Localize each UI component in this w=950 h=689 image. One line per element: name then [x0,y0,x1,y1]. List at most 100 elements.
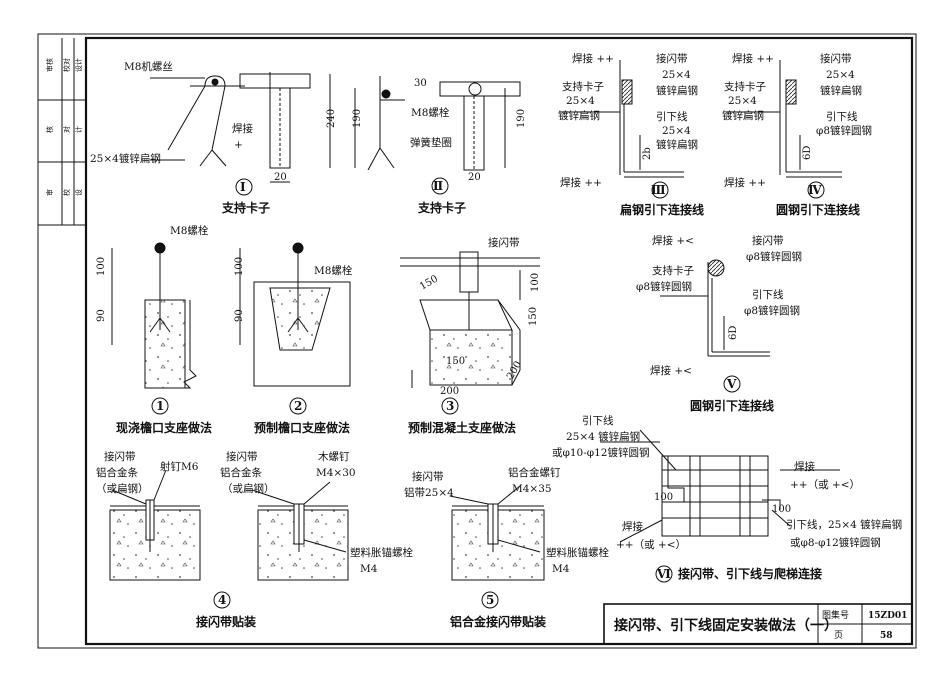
label-air-terminal-V: 接闪带 [752,234,784,247]
label-phi8-round-IV: φ8镀锌圆钢 [816,124,872,137]
label-support-clip-V: 支持卡子 [652,264,694,277]
caption-I: 支持卡子 [221,200,270,215]
label-weld-V-top: 焊接 +< [652,234,694,247]
caption-II: 支持卡子 [417,200,466,215]
dim-150-3a: 150 [418,274,440,293]
inner-frame [84,36,914,646]
strip-text-9: 设 [74,189,83,196]
dim-100-3: 100 [530,273,541,292]
marker-2 [289,397,307,415]
label-vi-spec-4: 或φ8-φ12镀锌圆钢 [790,536,881,549]
label-support-clip-III: 支持卡子 [562,80,604,93]
label-25x4-III: 25×4 [662,69,691,81]
dim-100-2: 100 [234,257,245,276]
dim-100-VI-right: 100 [772,504,791,515]
detail-4b [251,481,349,581]
page-number: 58 [880,631,893,641]
detail-V [660,259,770,357]
caption-VI: 接闪带、引下线与爬梯连接 [678,566,822,581]
marker-I [235,178,253,196]
strip-text-2: 校对 [62,58,71,72]
marker-5 [481,591,499,609]
label-air-terminal-3: 接闪带 [488,236,520,249]
label-weld-IV-bottom: 焊接 ++ [724,176,766,189]
dim-6D-V: 6D [728,326,739,340]
label-vi-spec-1: 25×4 镀锌扁钢 [566,430,640,443]
label-air-terminal-5: 接闪带 [412,470,444,483]
label-spring-washer: 弹簧垫圈 [410,136,452,149]
dim-100-VI-left: 100 [654,492,673,503]
label-m4x35: M4×35 [512,483,552,495]
marker-III [651,181,669,199]
title-block [603,603,913,645]
detail-3 [400,251,540,388]
label-weld-IV-top: 焊接 ++ [732,52,774,65]
label-air-terminal-IV: 接闪带 [820,52,852,65]
caption-III: 扁钢引下连接线 [620,202,704,217]
label-flat-steel-25x4: 25×4镀锌扁钢 [90,152,161,165]
marker-II [431,177,449,195]
label-weld-III-top: 焊接 ++ [572,52,614,65]
strip-text-5: 对 [62,126,71,133]
strip-text-8: 校 [62,189,71,196]
detail-IV [726,60,842,178]
label-down-conductor-VI: 引下线 [582,414,614,427]
label-al-band: 铝带25×4 [404,486,454,499]
caption-IV: 圆钢引下连接线 [776,202,860,217]
caption-1: 现浇檐口支座做法 [116,420,212,435]
detail-III [560,60,684,178]
label-or-flat-4b: （或扁钢） [222,482,275,495]
label-air-terminal-4b: 接闪带 [226,450,258,463]
label-air-terminal-III: 接闪带 [656,52,688,65]
label-wood-screw: 木螺钉 [318,451,350,463]
label-nail-m6: 射钉M6 [160,460,199,473]
label-weld-III-bottom: 焊接 ++ [560,176,602,189]
dim-150-3c: 150 [446,356,465,367]
label-al-strip-4b: 铝合金条 [220,466,262,479]
label-m4-4b: M4 [360,563,378,575]
label-down-conductor-IV: 引下线 [826,110,858,123]
label-m8-bolt-2: M8螺栓 [314,264,353,277]
drawing-title: 接闪带、引下线固定安装做法（一） [614,617,838,634]
label-m8-machine-screw: M8机螺丝 [124,60,173,73]
detail-I [150,72,331,183]
label-weld-VI-right: 焊接 [794,460,815,473]
left-strip: 审核 校对 设计 核 对 计 审 校 设 [38,38,86,226]
marker-1 [151,397,169,415]
label-plastic-anchor-4b: 塑料胀锚螺栓 [350,546,413,559]
dim-90-1: 90 [96,309,107,322]
caption-5: 铝合金接闪带贴装 [450,614,546,629]
detail-5 [449,485,545,581]
marker-V [723,375,741,393]
label-phi8-round-V: φ8镀锌圆钢 [746,250,802,263]
dim-190-left: 190 [352,109,363,128]
label-phi8-round-V-b: φ8镀锌圆钢 [636,280,692,293]
dim-2b: 2b [642,147,653,160]
label-m4x30: M4×30 [316,467,356,479]
num-3: 3 [446,399,454,413]
dim-6D-IV: 6D [802,146,813,160]
roman-III: Ⅲ [651,183,666,197]
dim-240: 240 [326,109,337,128]
num-2: 2 [294,399,302,413]
dim-150-3b: 150 [528,307,539,326]
detail-VI [600,429,840,543]
label-al-strip: 铝合金条 [96,466,138,479]
detail-1 [111,242,197,389]
label-vi-spec-2: 或φ10-φ12镀锌圆钢 [552,446,649,459]
label-weld-VI-left: 焊接 [622,520,643,533]
marker-3 [441,397,459,415]
label-25x4-III-b: 25×4 [566,95,595,107]
roman-II: Ⅱ [433,179,443,193]
strip-text-7: 审 [45,189,54,196]
marker-VI [655,565,673,583]
roman-I: Ⅰ [240,180,246,194]
label-phi8-round-V-c: φ8镀锌圆钢 [744,304,800,317]
dim-20-II: 20 [468,172,481,183]
detail-II [354,76,521,171]
label-vi-spec-3: 引下线，25×4 镀锌扁钢 [786,518,902,531]
label-weld-or-left: ++（或 +<） [616,539,686,551]
label-down-conductor-V: 引下线 [752,288,784,301]
label-m8-bolt-II: M8螺栓 [411,106,450,119]
